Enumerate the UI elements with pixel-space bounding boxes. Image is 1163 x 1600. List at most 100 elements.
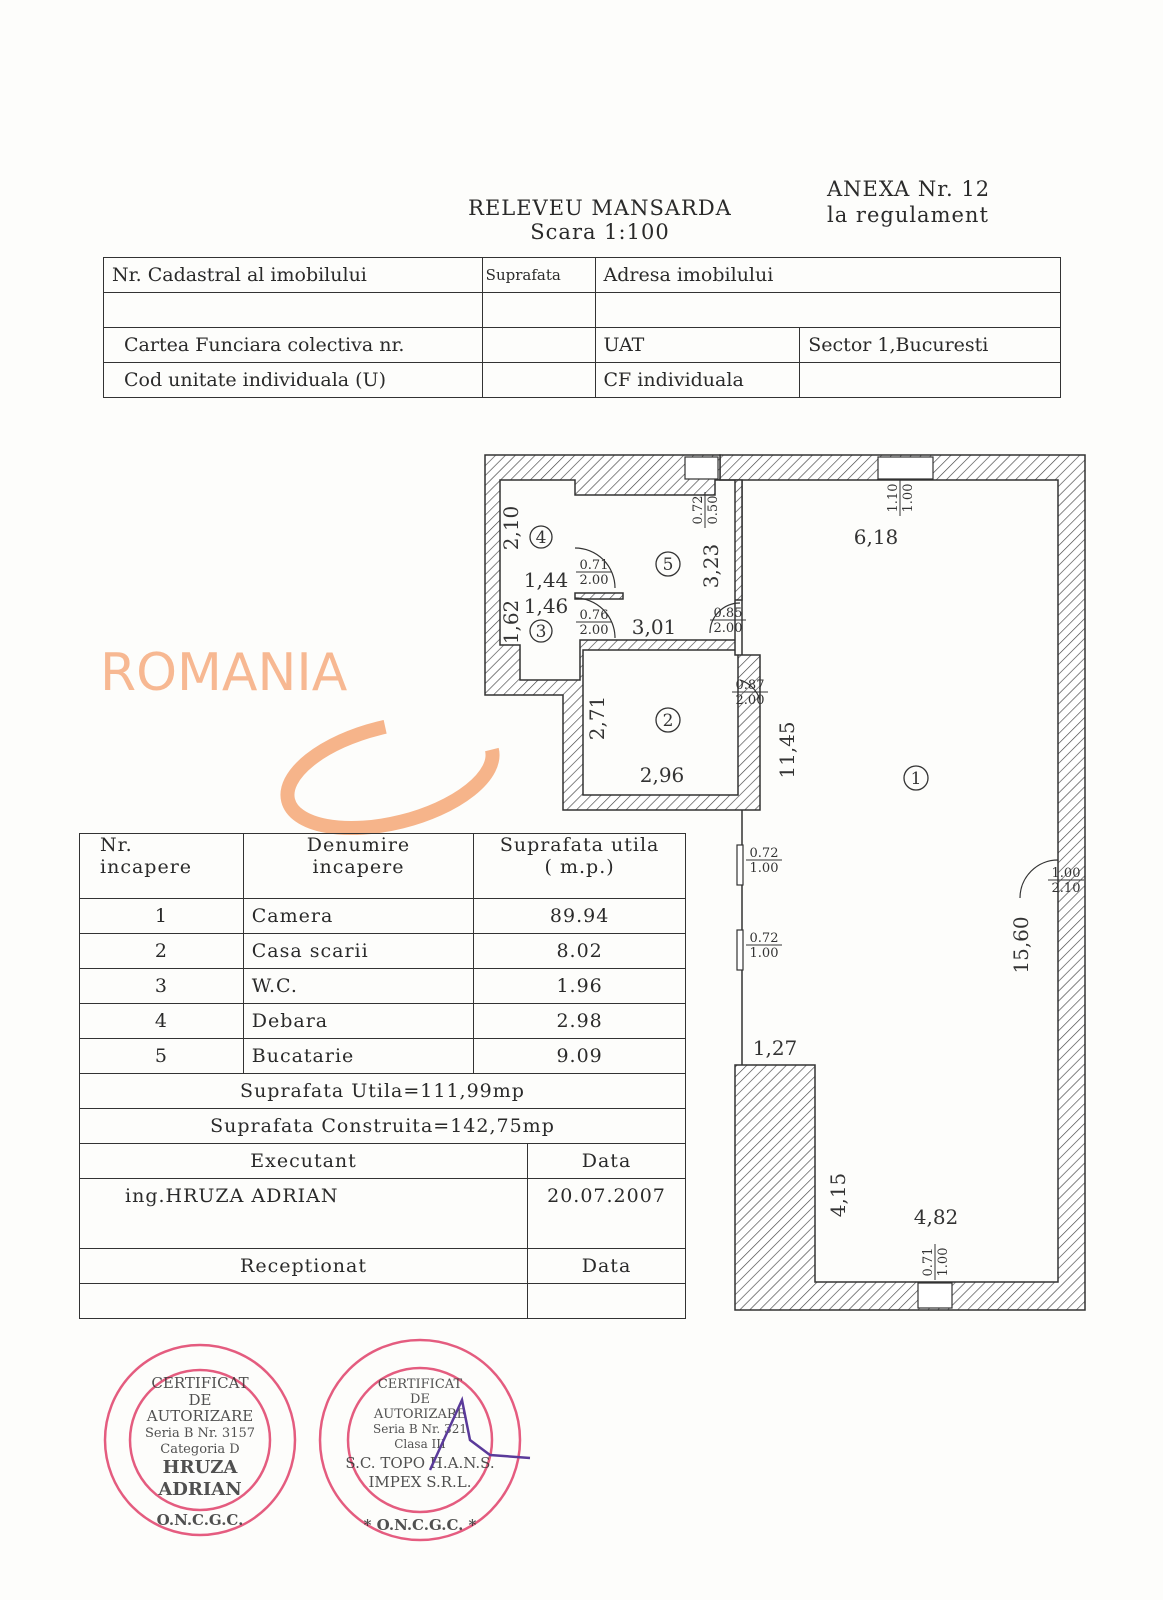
opening-width: 0.71 <box>580 558 609 573</box>
header-nr: Nr. <box>100 834 133 856</box>
empty-cell <box>481 292 596 328</box>
opening-width: 0.87 <box>736 678 765 693</box>
door-arc <box>739 679 761 701</box>
executant-name: ing.HRUZA ADRIAN <box>78 1178 529 1249</box>
opening-height: 2.00 <box>580 623 609 638</box>
header-denumire: Denumire <box>306 834 411 856</box>
empty-cell <box>481 362 596 398</box>
dimension-label: 1,46 <box>524 594 569 618</box>
door-arc <box>1019 859 1059 899</box>
opening-height: 1.00 <box>750 861 779 876</box>
dimension-label: 15,60 <box>1009 916 1033 973</box>
opening-width: 0.72 <box>691 496 706 525</box>
opening-height: 2.00 <box>580 573 609 588</box>
executant-label: Executant <box>78 1143 529 1179</box>
header-denumire-2: incapere <box>312 856 405 878</box>
wall-left-block <box>484 454 761 811</box>
opening-width: 0.76 <box>580 608 609 623</box>
door-arc <box>709 602 741 634</box>
room-nr: 1 <box>79 898 244 934</box>
scale-text: Scara 1:100 <box>530 220 670 244</box>
room-number: 5 <box>663 555 674 575</box>
suprafata-utila: Suprafata Utila=111,99mp <box>79 1073 686 1109</box>
room-circle <box>903 765 929 791</box>
cod-unitate-label: Cod unitate individuala (U) <box>103 362 483 398</box>
room-circle <box>655 707 681 733</box>
annex-line-1: ANEXA Nr. 12 <box>827 177 991 201</box>
header-suprafata: Suprafata utila <box>499 834 660 856</box>
opening-width: 0.71 <box>921 1248 936 1277</box>
receptionat-label: Receptionat <box>78 1248 529 1284</box>
room-circle <box>529 525 553 549</box>
opening-width: 0.72 <box>750 846 779 861</box>
data-label-2: Data <box>527 1248 686 1284</box>
opening-width: 0.72 <box>750 931 779 946</box>
room-nr: 4 <box>79 1003 244 1039</box>
opening-height: 1.00 <box>936 1248 951 1277</box>
room-name: Camera <box>242 898 475 934</box>
dimension-label: 1,62 <box>499 600 523 645</box>
empty-cell <box>481 327 596 363</box>
room-name: Bucatarie <box>242 1038 475 1074</box>
watermark-text: ROMANIA <box>100 643 348 703</box>
room-area: 2.98 <box>473 1003 686 1039</box>
empty-cell <box>78 1283 529 1319</box>
suprafata-construita: Suprafata Construita=142,75mp <box>79 1108 686 1144</box>
annex-line-2: la regulament <box>827 203 989 227</box>
opening-height: 0.50 <box>706 496 721 525</box>
opening-height: 1.00 <box>901 484 916 513</box>
room-number: 2 <box>663 711 674 731</box>
header-nr-2: incapere <box>100 856 193 878</box>
executant-date: 20.07.2007 <box>527 1178 686 1249</box>
empty-cell <box>103 292 483 328</box>
opening-height: 1.00 <box>750 946 779 961</box>
suprafata-label: Suprafata <box>481 257 596 293</box>
dimension-label: 6,18 <box>854 525 899 549</box>
dimension-label: 1,44 <box>524 568 569 592</box>
dimension-label: 4,15 <box>826 1173 850 1218</box>
room-name: Casa scarii <box>242 933 475 969</box>
dimension-label: 3,23 <box>699 544 723 589</box>
window-opening <box>736 844 744 886</box>
room-name: Debara <box>242 1003 475 1039</box>
opening-width: 0.85 <box>714 606 743 621</box>
door-arc <box>574 547 616 589</box>
cf-individuala-label: CF individuala <box>594 362 801 398</box>
room-circle <box>529 619 553 643</box>
wall-main <box>719 454 1086 1311</box>
room-area: 1.96 <box>473 968 686 1004</box>
room-nr: 5 <box>79 1038 244 1074</box>
carte-funciara-label: Cartea Funciara colectiva nr. <box>103 327 483 363</box>
dimension-label: 3,01 <box>632 615 677 639</box>
dimension-label: 2,71 <box>585 696 609 741</box>
window-opening <box>736 929 744 971</box>
dimension-label: 11,45 <box>775 721 799 778</box>
room-number: 4 <box>536 528 547 548</box>
wall-partition <box>574 592 624 600</box>
window-opening <box>684 456 719 480</box>
watermark-swoosh <box>280 714 500 836</box>
room-nr: 3 <box>79 968 244 1004</box>
dimension-label: 4,82 <box>914 1205 959 1229</box>
empty-cell <box>527 1283 686 1319</box>
window-opening <box>877 456 934 480</box>
dimension-label: 2,96 <box>640 763 685 787</box>
data-label: Data <box>527 1143 686 1179</box>
room-number: 1 <box>911 769 922 789</box>
cadastral-table: Nr. Cadastral al imobilului Suprafata Ad… <box>103 257 1062 398</box>
room-area: 9.09 <box>473 1038 686 1074</box>
window-opening <box>917 1282 953 1309</box>
opening-height: 2.00 <box>714 621 743 636</box>
empty-cell <box>799 362 1061 398</box>
dimension-label: 2,10 <box>499 506 523 551</box>
room-area: 8.02 <box>473 933 686 969</box>
room-area: 89.94 <box>473 898 686 934</box>
